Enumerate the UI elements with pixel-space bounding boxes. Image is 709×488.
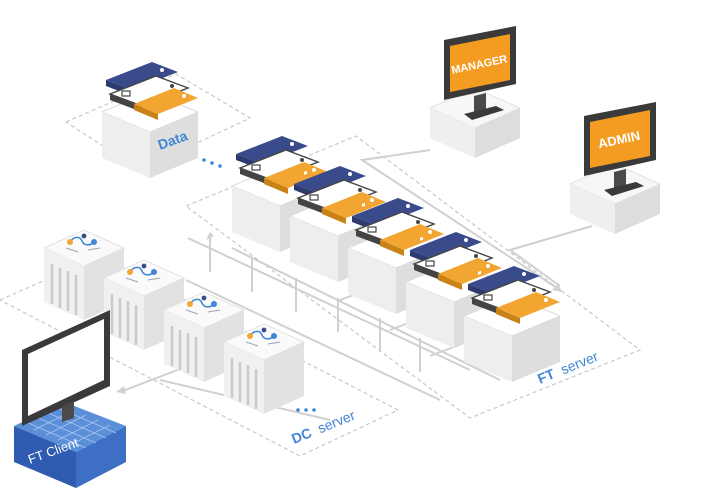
arrow-heads xyxy=(116,232,562,394)
dc-server-label-bold: DC xyxy=(289,424,314,446)
dc-server-label-light: server xyxy=(315,407,357,437)
ft-server-label-bold: FT xyxy=(535,365,557,386)
ft-client-monitor-icon: FT Client xyxy=(14,310,126,488)
data-ellipsis xyxy=(202,158,222,168)
dc-server-ellipsis xyxy=(296,408,316,412)
dc-server-node-icon xyxy=(222,322,306,416)
data-server-rack-icon xyxy=(101,61,199,179)
manager-monitor-icon: MANAGER xyxy=(429,26,521,159)
admin-monitor-icon: ADMIN xyxy=(569,102,661,235)
ft-server-rack-icon xyxy=(463,265,561,383)
ft-server-label-light: server xyxy=(558,348,600,378)
